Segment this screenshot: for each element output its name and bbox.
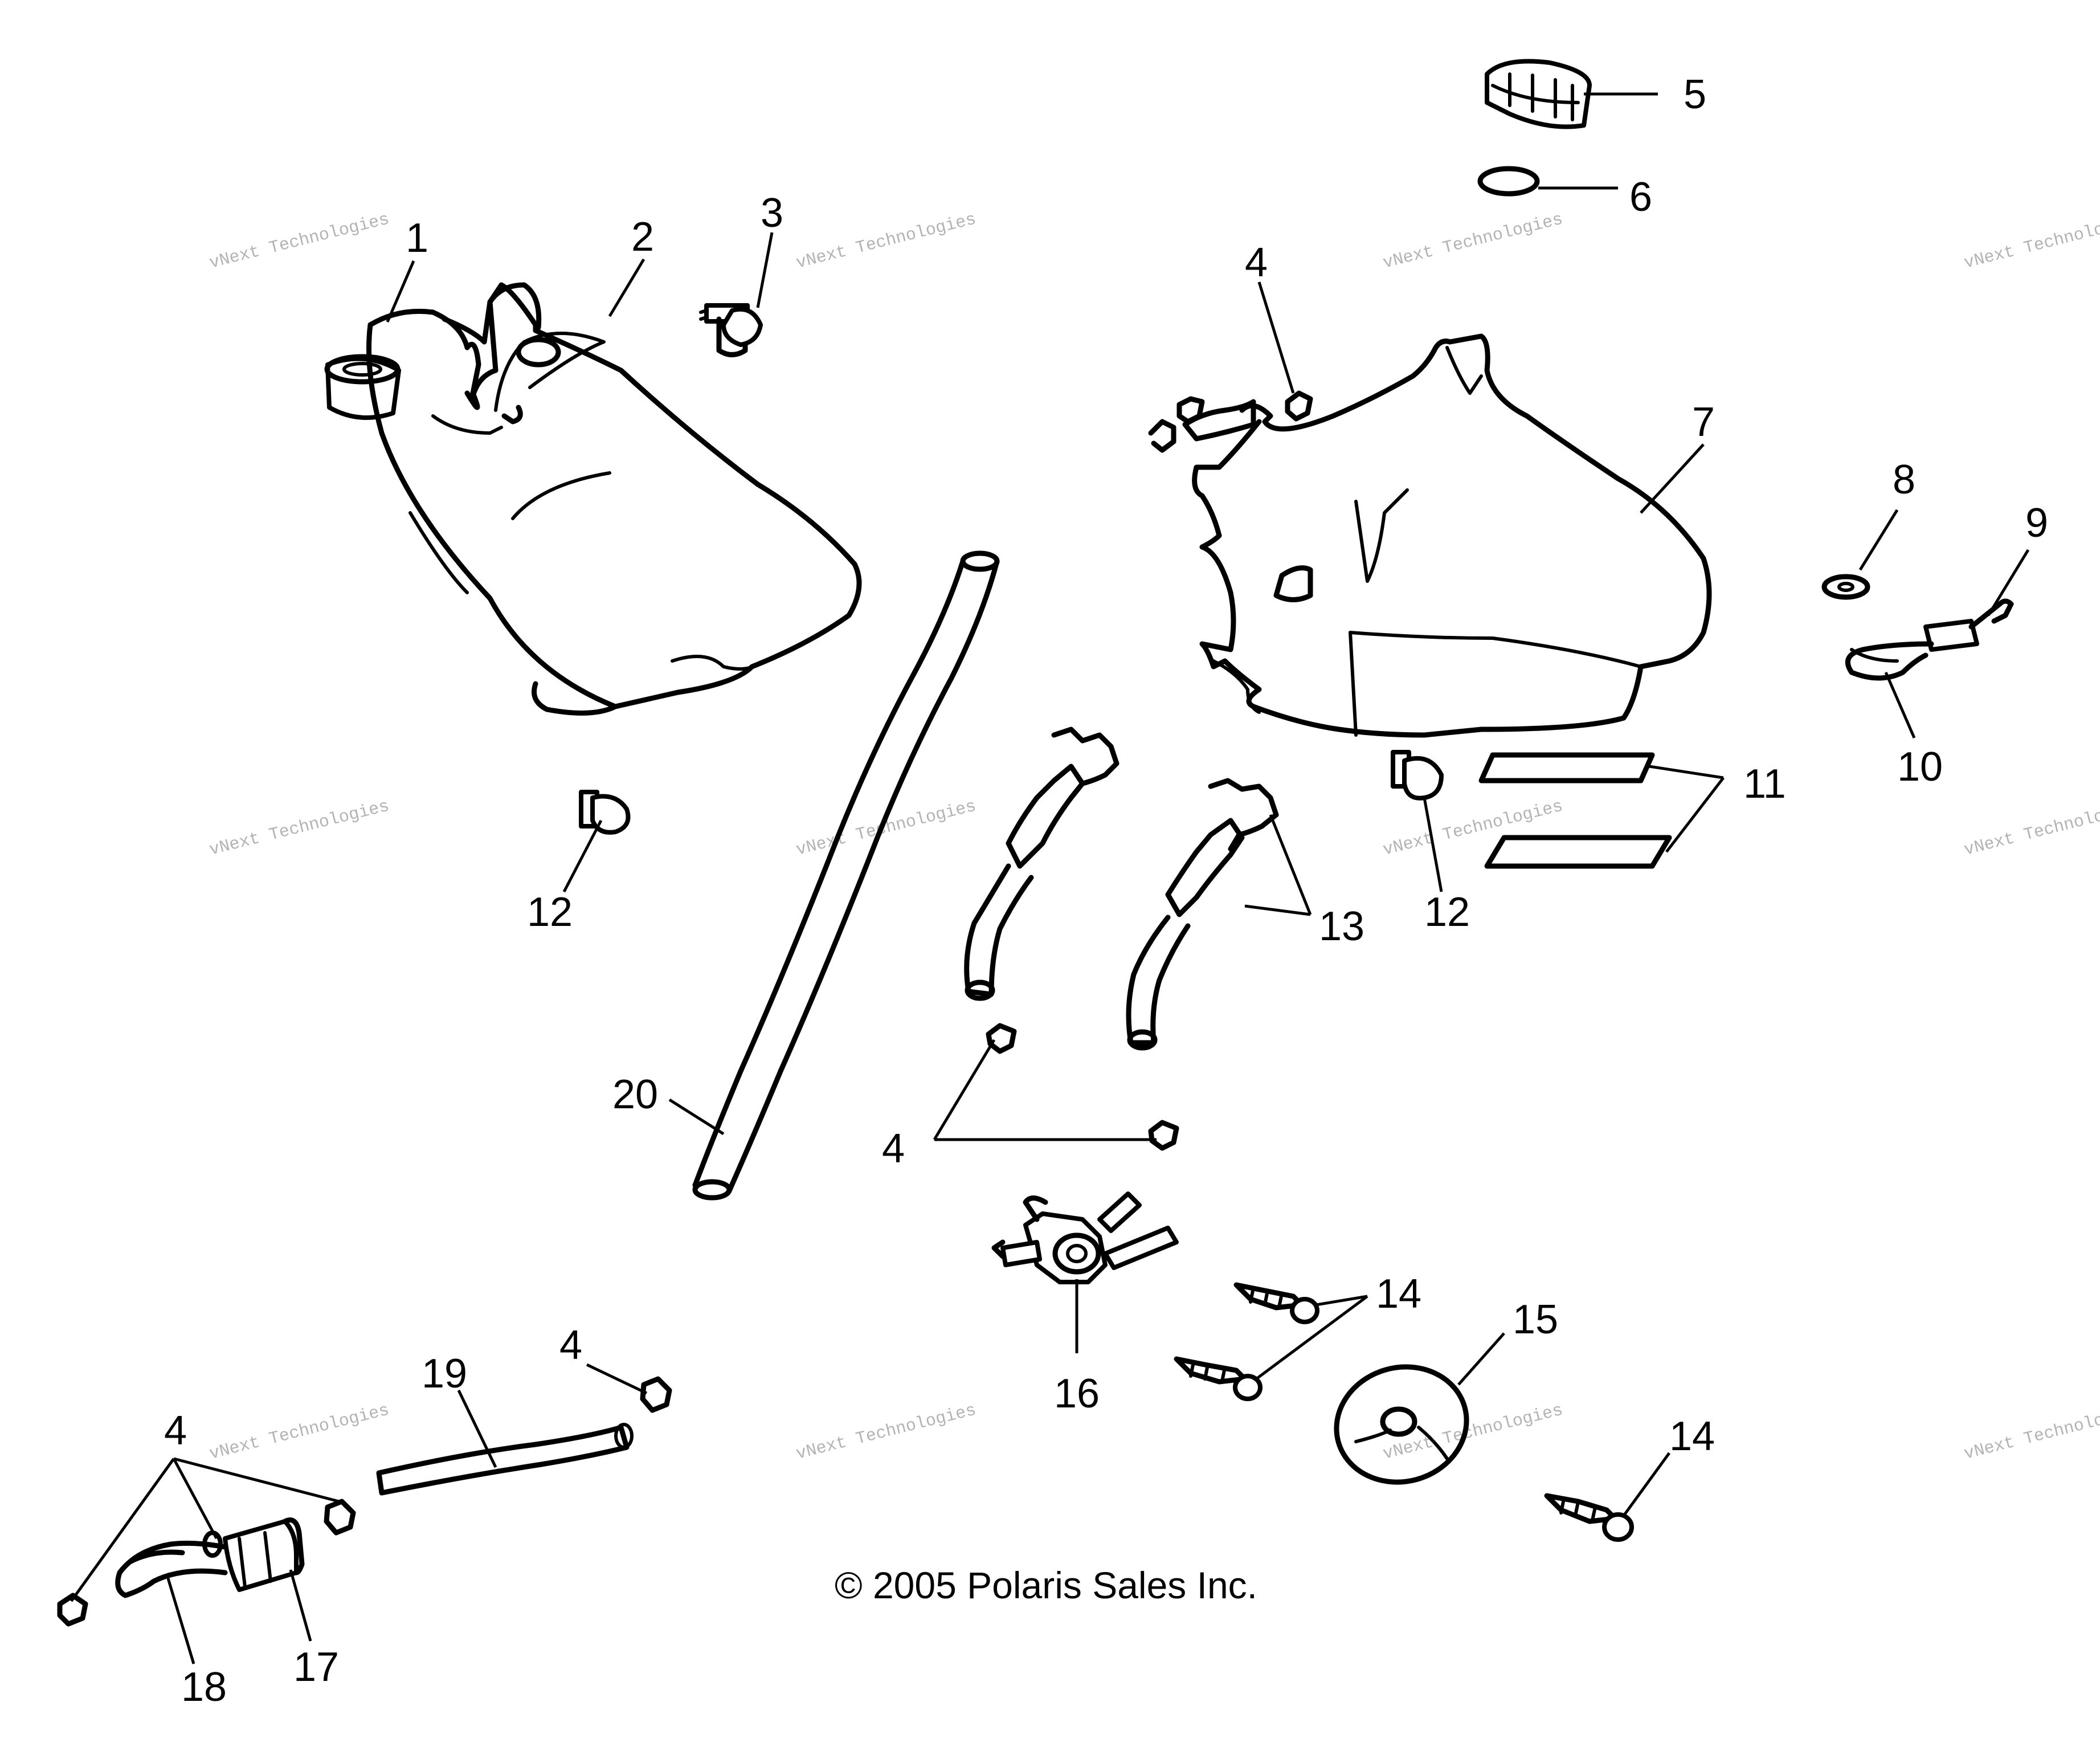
watermark-9: vNext Technologies: [207, 1401, 391, 1464]
watermark-text: vNext Technologies: [794, 210, 978, 273]
callout-12-left: 12: [527, 889, 573, 935]
watermark-12: vNext Technologies: [1962, 1401, 2100, 1464]
part-4-clamp-middle-a: [986, 1023, 1017, 1054]
part-3-bolt: [699, 303, 763, 357]
part-11-pad-lower: [1484, 835, 1672, 869]
part-16-fuel-valve: [991, 1191, 1179, 1284]
watermark-text: vNext Technologies: [1381, 797, 1565, 860]
callout-labels: 1 2 3 4 5 6 7 8 9 10 11 12 12 13 20 4 14…: [164, 72, 2048, 1710]
callout-10: 10: [1897, 744, 1943, 790]
callout-4-lower-left: 4: [164, 1408, 187, 1454]
part-5-cap: [1485, 59, 1592, 129]
callout-16: 16: [1054, 1371, 1100, 1417]
watermark-4: vNext Technologies: [1962, 210, 2100, 273]
callout-4-middle: 4: [882, 1126, 905, 1172]
callout-13: 13: [1319, 904, 1364, 949]
part-12-bolt-left: [579, 790, 631, 835]
part-8-washer: [1821, 574, 1870, 600]
callout-1: 1: [406, 215, 428, 261]
part-13-hose-left: [964, 726, 1120, 1001]
watermark-text: vNext Technologies: [794, 797, 978, 860]
part-14-screw-c: [1544, 1493, 1634, 1542]
part-15-gasket: [1334, 1364, 1469, 1485]
part-4-clamp-lower-b: [324, 1499, 356, 1536]
part-7-tank-right: [1192, 333, 1712, 738]
watermark-text: vNext Technologies: [794, 1401, 978, 1464]
callout-7: 7: [1692, 399, 1715, 445]
callout-14-lower: 14: [1669, 1414, 1715, 1459]
callout-4-lower-right: 4: [559, 1323, 582, 1368]
part-10-cable: [1845, 641, 1934, 681]
callout-20: 20: [612, 1072, 658, 1117]
watermark-1: vNext Technologies: [207, 210, 391, 273]
part-9-clip: [1923, 598, 2014, 652]
copyright-notice: © 2005 Polaris Sales Inc.: [835, 1564, 1257, 1606]
part-2-tank-left: [366, 282, 862, 716]
callout-18: 18: [181, 1664, 227, 1710]
part-18-hose: [115, 1540, 228, 1598]
watermark-10: vNext Technologies: [794, 1401, 978, 1464]
callout-11: 11: [1743, 761, 1786, 807]
part-12-bolt-right: [1391, 750, 1444, 801]
part-4-clamp-top: [1148, 390, 1313, 453]
watermark-text: vNext Technologies: [207, 797, 391, 860]
leader-lines: [70, 92, 2030, 1664]
part-6-oring: [1477, 166, 1540, 197]
watermark-8: vNext Technologies: [1962, 797, 2100, 860]
part-14-screw-b: [1174, 1356, 1263, 1401]
watermark-text: vNext Technologies: [1962, 210, 2100, 273]
watermark-text: vNext Technologies: [207, 1401, 391, 1464]
watermark-6: vNext Technologies: [794, 797, 978, 860]
watermark-2: vNext Technologies: [794, 210, 978, 273]
watermark-group: vNext Technologies vNext Technologies vN…: [207, 210, 2100, 1464]
callout-2: 2: [631, 214, 654, 260]
part-4-clamp-lower-c: [57, 1593, 88, 1627]
watermark-3: vNext Technologies: [1381, 210, 1565, 273]
watermark-7: vNext Technologies: [1381, 797, 1565, 860]
part-1-grommet: [324, 354, 401, 420]
callout-19: 19: [422, 1351, 467, 1397]
part-14-screw-a: [1233, 1282, 1319, 1324]
callout-8: 8: [1893, 457, 1915, 503]
callout-14-upper: 14: [1376, 1271, 1421, 1317]
part-4-clamp-lower-a: [640, 1376, 672, 1413]
part-4-clamp-middle-b: [1148, 1120, 1179, 1151]
part-17-filter: [202, 1517, 305, 1592]
watermark-text: vNext Technologies: [1962, 797, 2100, 860]
watermark-text: vNext Technologies: [1962, 1401, 2100, 1464]
callout-12-right: 12: [1424, 889, 1470, 935]
watermark-text: vNext Technologies: [1381, 210, 1565, 273]
callout-5: 5: [1684, 72, 1706, 117]
watermark-5: vNext Technologies: [207, 797, 391, 860]
callout-4-top: 4: [1245, 240, 1268, 285]
callout-9: 9: [2025, 500, 2048, 546]
watermark-text: vNext Technologies: [207, 210, 391, 273]
callout-3: 3: [761, 190, 783, 236]
callout-17: 17: [293, 1644, 339, 1690]
part-13-hose-right: [1126, 778, 1279, 1051]
part-20-long-hose: [692, 550, 1000, 1201]
callout-6: 6: [1629, 174, 1652, 220]
part-11-pad-upper: [1478, 752, 1655, 783]
callout-15: 15: [1513, 1297, 1558, 1342]
part-19-hose: [376, 1423, 634, 1496]
